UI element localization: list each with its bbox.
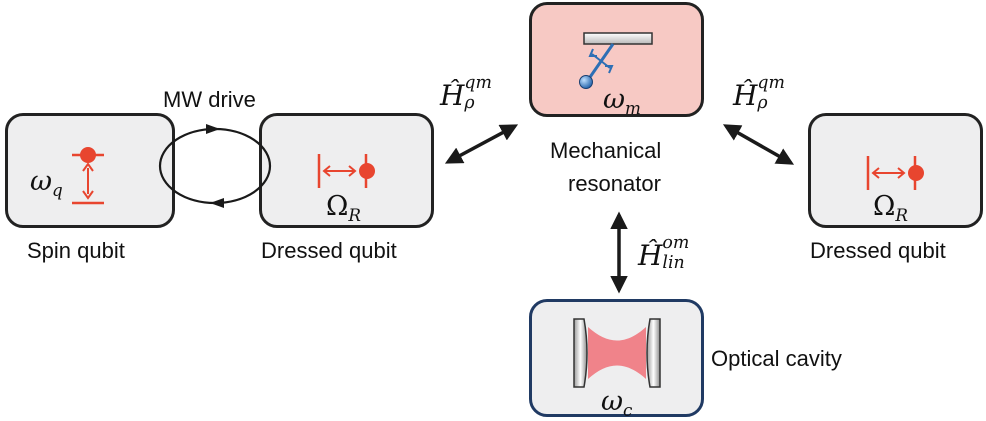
loop-arrow-bottom	[210, 198, 224, 208]
dressed-qubit-left-icon	[317, 154, 375, 188]
dressed-qubit-right-label: Dressed qubit	[810, 238, 946, 263]
mechanical-label-line2: resonator	[568, 171, 661, 196]
arrow-dressed-to-mechanical	[444, 124, 519, 164]
omega-r-left-symbol: ΩR	[326, 191, 361, 225]
mechanical-label-line1: Mechanical	[550, 138, 662, 163]
spin-qubit-box	[5, 113, 175, 228]
mechanical-resonator-icon	[579, 32, 653, 89]
omega-q-symbol: ωq	[30, 166, 63, 200]
omega-c-symbol: ωc	[601, 386, 633, 420]
mw-drive-label: MW drive	[163, 87, 256, 112]
right-mirror	[646, 318, 661, 388]
spin-qubit-icon	[72, 147, 104, 205]
arrow-mechanical-to-dressed-right	[722, 124, 795, 165]
loop-arrow-top	[206, 124, 220, 134]
omega-m-symbol: ωm	[603, 84, 641, 118]
dressed-qubit-left-label: Dressed qubit	[261, 238, 397, 263]
mechanical-resonator-box	[529, 2, 704, 117]
mw-drive-loop	[158, 127, 272, 205]
omega-r-right-symbol: ΩR	[873, 191, 908, 225]
cavity-beam	[588, 327, 646, 379]
optical-cavity-label: Optical cavity	[711, 346, 842, 371]
optical-cavity-icon	[573, 318, 661, 388]
spin-qubit-label: Spin qubit	[27, 238, 125, 263]
left-mirror	[573, 318, 588, 388]
dressed-qubit-right-icon	[866, 156, 924, 190]
dressed-qubit-right-box	[808, 113, 983, 228]
